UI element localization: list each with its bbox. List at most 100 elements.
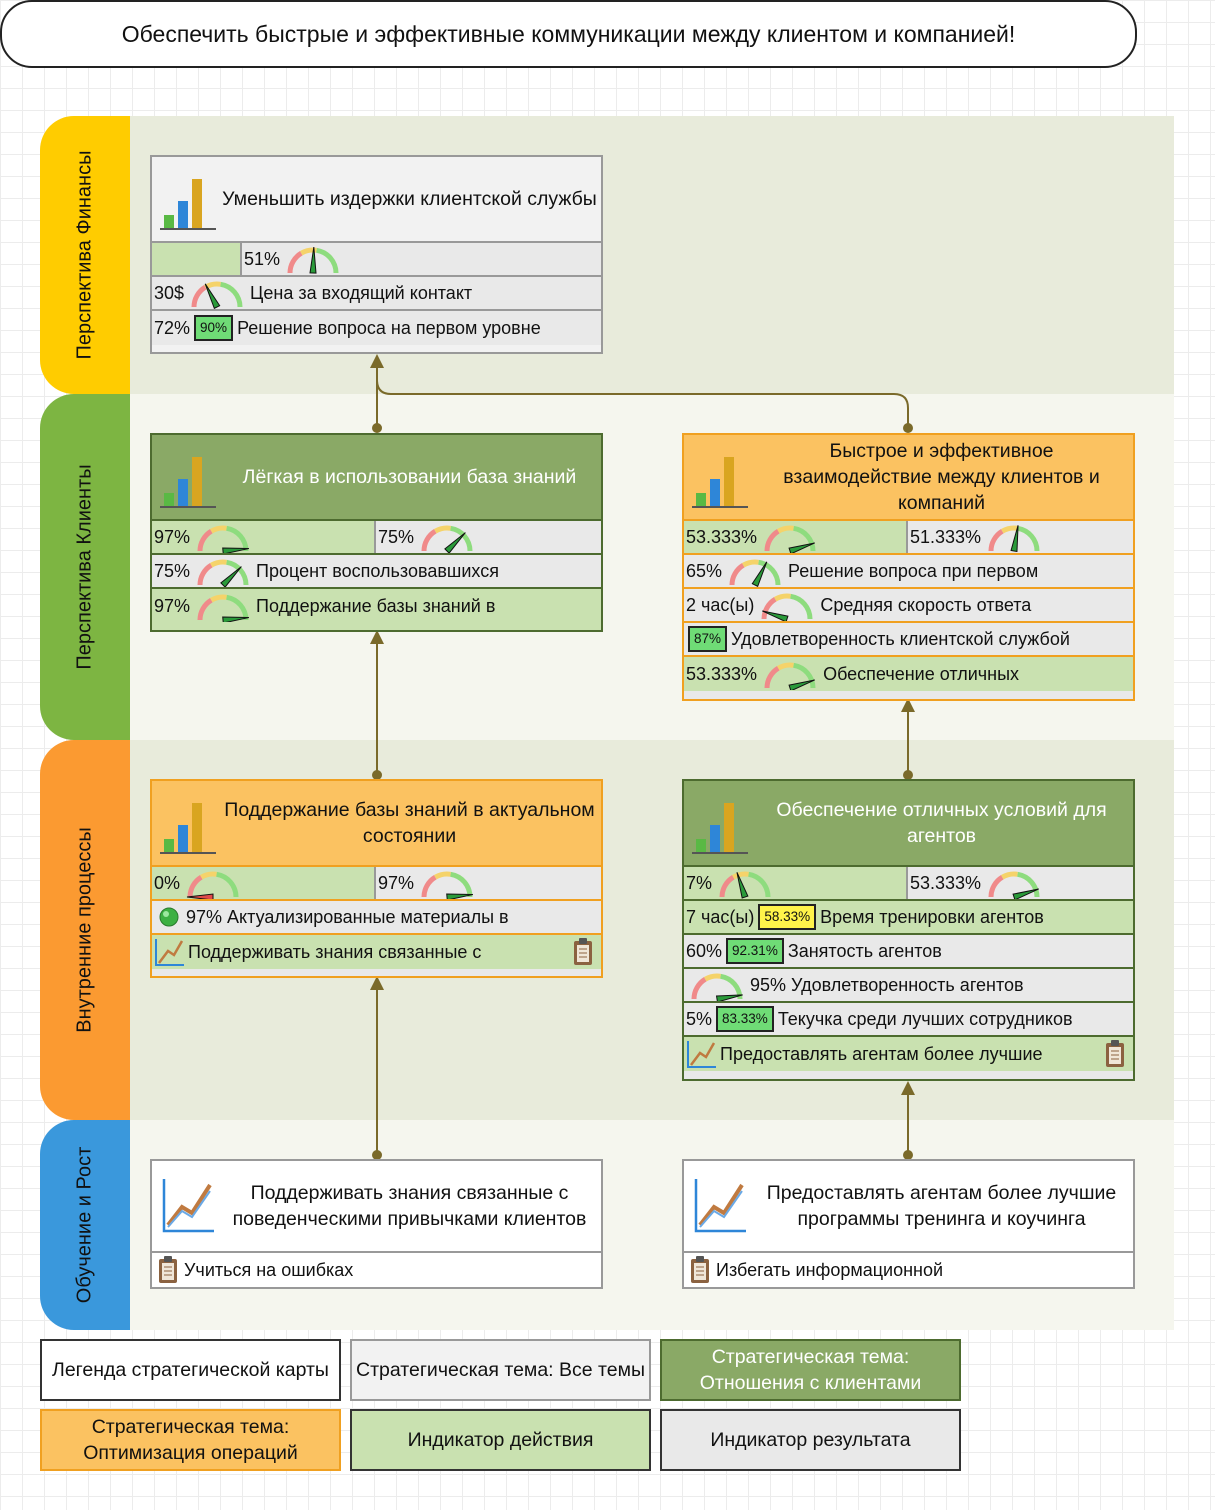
gauge-arc: [187, 875, 203, 898]
gauge-needle: [186, 893, 214, 899]
lane-processes: Внутренние процессы: [40, 740, 130, 1120]
trend-chart-icon: [155, 939, 184, 966]
gauge-icon: [421, 525, 473, 553]
indicator-label: Текучка среди лучших сотрудников: [777, 1008, 1073, 1029]
objective-card-reduce-costs[interactable]: Уменьшить издержки клиентской службы 51%…: [150, 155, 603, 354]
gauge-icon: [764, 525, 816, 553]
indicator-label: Удовлетворенность клиентской службой: [731, 628, 1070, 649]
gauge-arc: [197, 598, 213, 621]
indicator-value: 72%: [154, 317, 191, 338]
summary-value: 51.333%: [910, 526, 982, 547]
summary-value: 97%: [154, 526, 191, 547]
objective-card-maintain-kb[interactable]: Поддержание базы знаний в актуальном сос…: [150, 779, 603, 978]
lane-learning: Обучение и Рост: [40, 1120, 130, 1330]
gauge-arc: [226, 525, 249, 552]
summary-left: 0%: [152, 867, 376, 899]
indicator-label: Средняя скорость ответа: [820, 594, 1032, 615]
indicator-row[interactable]: 97% Актуализированные материалы в: [152, 901, 601, 935]
gauge-arc: [777, 662, 795, 671]
indicator-row[interactable]: 2 час(ы) Средняя скорость ответа: [684, 589, 1133, 623]
arrow-head: [901, 698, 915, 712]
legend-action-text: Индикатор действия: [407, 1429, 594, 1451]
indicator-label: Обеспечение отличных: [823, 663, 1020, 684]
indicator-row[interactable]: 97% Поддержание базы знаний в: [152, 589, 601, 623]
initiative-label: Учиться на ошибках: [184, 1259, 354, 1280]
summary-row: 97% 75%: [152, 521, 601, 555]
initiative-row[interactable]: Поддерживать знания связанные с: [152, 935, 601, 969]
indicator-value: 7 час(ы): [686, 906, 755, 927]
indicator-row[interactable]: 60% 92.31% Занятость агентов: [684, 935, 1133, 969]
gauge-arc: [450, 871, 473, 898]
gauge-icon: [186, 871, 239, 899]
card-header: Обеспечение отличных условий для агентов: [684, 781, 1133, 867]
indicator-row[interactable]: 30$ Цена за входящий контакт: [152, 277, 601, 311]
arrow-head: [370, 976, 384, 990]
arrow-head: [901, 1081, 915, 1095]
initiative-row[interactable]: Избегать информационной: [684, 1253, 1133, 1287]
indicator-row[interactable]: 5% 83.33% Текучка среди лучших сотрудник…: [684, 1003, 1133, 1037]
clipboard-icon[interactable]: [1103, 1039, 1127, 1069]
gauge-arc: [1001, 871, 1019, 880]
objective-card-agents-conditions[interactable]: Обеспечение отличных условий для агентов…: [682, 779, 1135, 1081]
legend-ops-theme: Стратегическая тема: Оптимизация операци…: [40, 1409, 341, 1471]
legend-all-themes: Стратегическая тема: Все темы: [350, 1339, 651, 1401]
indicator-label: Удовлетворенность агентов: [791, 974, 1024, 995]
summary-bar: [152, 243, 242, 275]
gauge-arc: [988, 875, 1004, 898]
connector-dot: [372, 770, 382, 780]
objective-card-fast-interaction[interactable]: Быстрое и эффективное взаимодействие меж…: [682, 433, 1135, 701]
summary-right: 53.333%: [908, 867, 1133, 899]
gauge-arc: [758, 559, 781, 586]
trend-chart-icon: [162, 1179, 214, 1233]
gauge-arc: [204, 281, 222, 290]
gauge-arc: [210, 594, 228, 603]
gauge-needle: [446, 893, 474, 899]
gauge-icon: [761, 593, 813, 621]
indicator-label: Решение вопроса на первом уровне: [237, 317, 541, 338]
card-header: Лёгкая в использовании база знаний: [152, 435, 601, 521]
gauge-arc: [742, 559, 760, 568]
initiative-row[interactable]: Учиться на ошибках: [152, 1253, 601, 1287]
summary-row: 7% 53.333%: [684, 867, 1133, 901]
legend-clients-theme-text: Стратегическая тема: Отношения с клиента…: [699, 1346, 922, 1394]
gauge-needle: [762, 610, 789, 621]
gauge-arc: [1001, 525, 1019, 534]
indicator-row[interactable]: 72% 90% Решение вопроса на первом уровне: [152, 311, 601, 345]
summary-right: 75%: [376, 521, 601, 553]
gauge-icon: [421, 871, 474, 899]
gauge-arc: [220, 281, 243, 308]
gauge-needle: [751, 561, 768, 587]
indicator-row[interactable]: 95% Удовлетворенность агентов: [684, 969, 1133, 1003]
indicator-label: Время тренировки агентов: [820, 906, 1044, 927]
summary-value: 75%: [378, 526, 415, 547]
gauge-arc: [732, 871, 750, 880]
card-title: Уменьшить издержки клиентской службы: [222, 188, 597, 210]
indicator-row[interactable]: 7 час(ы) 58.33% Время тренировки агентов: [684, 901, 1133, 935]
initiative-row[interactable]: Предоставлять агентам более лучшие: [684, 1037, 1133, 1071]
gauge-arc: [988, 529, 1004, 552]
card-header: Предоставлять агентам более лучшие прогр…: [684, 1161, 1133, 1253]
summary-right: 97%: [376, 867, 601, 899]
gauge-icon: [691, 973, 743, 1001]
gauge-arc: [316, 247, 339, 274]
indicator-row[interactable]: 75% Процент воспользовавшихся: [152, 555, 601, 589]
trend-chart-icon: [687, 1041, 716, 1068]
clipboard-icon[interactable]: [571, 937, 595, 967]
gauge-arc: [748, 871, 771, 898]
indicator-row[interactable]: 53.333% Обеспечение отличных: [684, 657, 1133, 691]
initiative-card-behavior-knowledge[interactable]: Поддерживать знания связанные с поведенч…: [150, 1159, 603, 1289]
initiative-label: Предоставлять агентам более лучшие: [720, 1043, 1043, 1064]
indicator-row[interactable]: 65% Решение вопроса при первом: [684, 555, 1133, 589]
connector-dot: [903, 770, 913, 780]
initiative-card-agent-training[interactable]: Предоставлять агентам более лучшие прогр…: [682, 1159, 1135, 1289]
card-title: Предоставлять агентам более лучшие прогр…: [766, 1182, 1117, 1230]
gauge-arc: [434, 871, 452, 880]
gauge-arc: [450, 525, 473, 552]
gauge-arc: [216, 871, 239, 898]
summary-value: 0%: [154, 872, 181, 893]
gauge-needle: [204, 283, 221, 309]
indicator-value: 97%: [186, 906, 223, 927]
indicator-row[interactable]: 87% Удовлетворенность клиентской службой: [684, 623, 1133, 657]
objective-card-knowledge-base[interactable]: Лёгкая в использовании база знаний 97% 7…: [150, 433, 603, 632]
gauge-needle: [222, 616, 250, 622]
